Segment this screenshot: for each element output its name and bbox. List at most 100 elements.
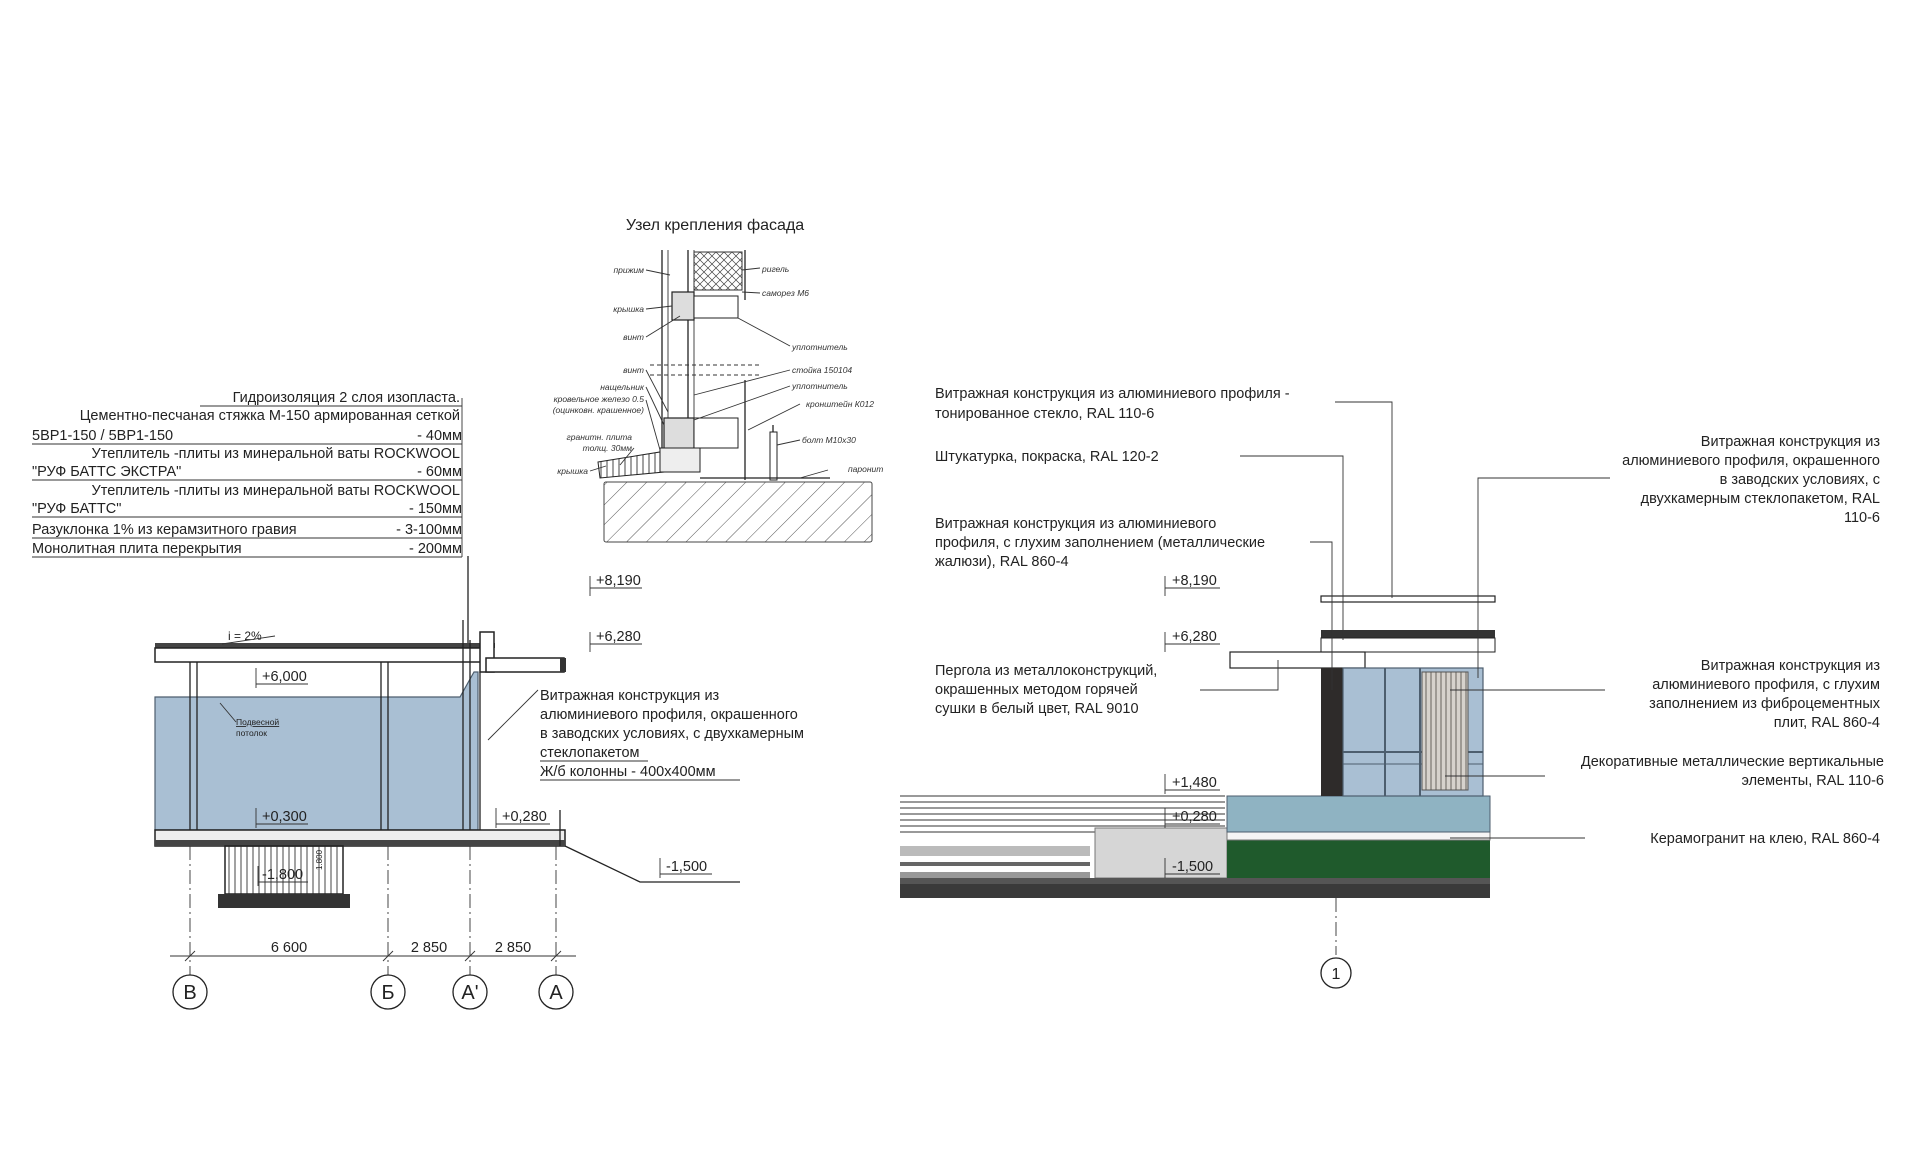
roof-layers-note: Гидроизоляция 2 слоя изопласта. Цементно…	[32, 390, 469, 650]
ceiling-leader	[219, 702, 237, 723]
facade-elevation: +8,190 +6,280 +1,480 +0,280 -1,500 1 Вит…	[900, 386, 1884, 989]
elevation-right-notes: Витражная конструкция из алюминиевого пр…	[1445, 434, 1884, 847]
level-label: +8,190	[1172, 573, 1217, 589]
detail-bracket	[769, 431, 778, 481]
elevation-base	[900, 795, 1491, 898]
layer-text: 5ВР1-150 / 5ВР1-150	[32, 428, 173, 444]
ground-band-dark	[900, 884, 1490, 898]
porcelain-band	[1227, 840, 1490, 878]
leader-line	[645, 369, 669, 413]
axis-marker	[172, 974, 208, 1010]
note-line: жалюзи), RAL 860-4	[935, 554, 1069, 570]
terrace-strip	[900, 862, 1090, 866]
detail-bottom-transom	[693, 417, 739, 449]
axis-marker	[370, 974, 406, 1010]
label-kryshka: крышка	[613, 304, 644, 314]
level-label: +6,280	[1172, 629, 1217, 645]
note-line: в заводских условиях, с	[1720, 472, 1880, 488]
note-line: 110-6	[1844, 510, 1880, 526]
leader-line	[693, 385, 791, 421]
layer-text: Гидроизоляция 2 слоя изопласта.	[233, 390, 460, 406]
pit-depth-label: 1.800	[315, 849, 324, 870]
detail-concrete-slab	[603, 481, 873, 543]
leader-line	[741, 291, 761, 294]
level-label: -1,500	[666, 859, 707, 875]
note-line: профиля, с глухим заполнением (металличе…	[935, 535, 1265, 551]
label-uplotnitel: уплотнитель	[791, 342, 848, 352]
slope-arrow	[221, 635, 276, 645]
section-levels: +8,190 +6,280 +6,000 +0,300 +0,280 -1,80…	[255, 573, 712, 886]
label-roof-metal: кровельное железо 0.5	[554, 394, 645, 404]
dimension-label: 2 850	[495, 940, 531, 956]
section-axes: 6 600 2 850 2 850 В Б А' А	[170, 846, 576, 1010]
leader-line	[645, 399, 661, 451]
level-label: +6,000	[262, 669, 307, 685]
level-label: -1,800	[262, 867, 303, 883]
note-leader	[1200, 660, 1279, 691]
leader-line	[799, 469, 829, 479]
glazing-section	[154, 671, 479, 831]
axis-marker-label: В	[183, 982, 196, 1004]
facade-fixing-detail: Узел крепления фасада прижим крышка	[553, 217, 883, 543]
layer-value: - 40мм	[417, 428, 462, 444]
detail-left-leaders: прижим крышка винт винт нащельник кровел…	[553, 265, 681, 476]
callout-line: Витражная конструкция из	[540, 688, 720, 704]
layer-text: Утеплитель -плиты из минеральной ваты RO…	[92, 446, 460, 462]
label-rigel: ригель	[761, 264, 789, 274]
note-line: алюминиевого профиля, окрашенного	[1622, 453, 1880, 469]
label-vint-2: винт	[623, 365, 644, 375]
label-bolt: болт М10х30	[802, 435, 856, 445]
building-section: Гидроизоляция 2 слоя изопласта. Цементно…	[32, 390, 804, 1010]
layer-value: - 150мм	[409, 501, 462, 517]
canopy	[485, 657, 565, 673]
decorative-verticals	[1421, 671, 1469, 791]
note-line: заполнением из фиброцементных	[1649, 696, 1881, 712]
canopy-edge	[560, 658, 566, 672]
note-line: Витражная конструкция из алюминиевого	[935, 516, 1216, 532]
note-line: Витражная конструкция из	[1701, 434, 1881, 450]
glass-base	[1226, 795, 1491, 833]
dimension-label: 6 600	[271, 940, 307, 956]
layer-text: Утеплитель -плиты из минеральной ваты RO…	[92, 483, 460, 499]
label-samorez: саморез М6	[762, 288, 809, 298]
layer-text: Монолитная плита перекрытия	[32, 541, 242, 557]
label-paronit: паронит	[848, 464, 883, 474]
roof-slab	[154, 647, 491, 663]
note-line: Керамогранит на клею, RAL 860-4	[1650, 831, 1880, 847]
leader-line	[776, 439, 801, 446]
leader-line	[737, 317, 791, 347]
label-prizhim: прижим	[613, 265, 644, 275]
note-line: элементы, RAL 110-6	[1742, 773, 1884, 789]
detail-mullion-node	[671, 291, 695, 321]
leader-line	[747, 403, 801, 431]
axis-marker	[452, 974, 488, 1010]
label-granite-thickness: толщ. 30мм	[583, 443, 633, 453]
axis-marker-label: 1	[1332, 966, 1341, 983]
axis-marker-label: А'	[461, 982, 478, 1004]
layer-value: - 60мм	[417, 464, 462, 480]
note-line: Пергола из металлоконструкций,	[935, 663, 1157, 679]
louver-panel	[1321, 668, 1343, 796]
detail-title: Узел крепления фасада	[626, 217, 804, 234]
note-leader	[1310, 541, 1333, 690]
leader-line	[619, 447, 635, 466]
layer-text: Цементно-песчаная стяжка М-150 армирован…	[80, 408, 460, 424]
porcelain-edge	[1226, 831, 1491, 841]
elevation-left-notes: Витражная конструкция из алюминиевого пр…	[935, 386, 1393, 717]
section-callout: Витражная конструкция из алюминиевого пр…	[487, 688, 804, 781]
layer-text: "РУФ БАТТС"	[32, 501, 121, 517]
axis-marker-label: А	[549, 982, 563, 1004]
level-label: +8,190	[596, 573, 641, 589]
dim-tick	[464, 950, 476, 962]
pit	[224, 845, 344, 895]
leader-line	[589, 465, 607, 472]
leader-line	[693, 369, 791, 396]
note-line: двухкамерным стеклопакетом, RAL	[1641, 491, 1880, 507]
layer-value: - 200мм	[409, 541, 462, 557]
detail-granite-slab	[597, 451, 665, 479]
detail-right-leaders: ригель саморез М6 уплотнитель стойка 150…	[693, 264, 883, 479]
layer-text: "РУФ БАТТС ЭКСТРА"	[32, 464, 181, 480]
level-label: +6,280	[596, 629, 641, 645]
note-line: алюминиевого профиля, с глухим	[1652, 677, 1880, 693]
